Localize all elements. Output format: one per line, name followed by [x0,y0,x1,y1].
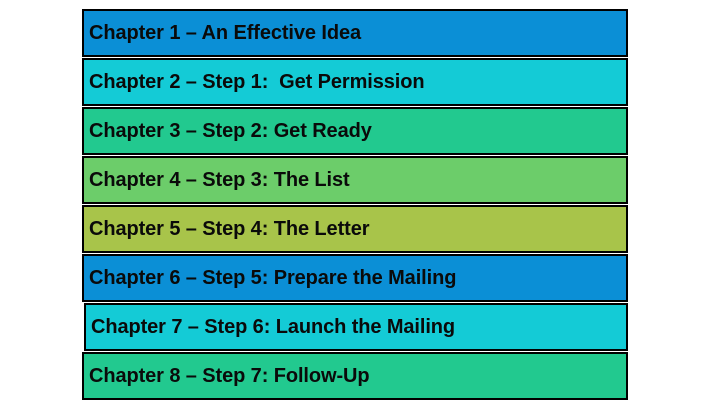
chapter-8-bar: Chapter 8 – Step 7: Follow-Up [82,352,628,400]
chapter-5-label: Chapter 5 – Step 4: The Letter [89,217,370,240]
chapter-4-label: Chapter 4 – Step 3: The List [89,168,350,191]
chapter-1-label: Chapter 1 – An Effective Idea [89,21,362,44]
chapter-7-bar: Chapter 7 – Step 6: Launch the Mailing [84,303,628,351]
chapter-list: Chapter 1 – An Effective Idea Chapter 2 … [82,9,628,400]
chapter-4-bar: Chapter 4 – Step 3: The List [82,156,628,204]
chapter-1-bar: Chapter 1 – An Effective Idea [82,9,628,57]
chapter-3-label: Chapter 3 – Step 2: Get Ready [89,119,372,142]
chapter-2-bar: Chapter 2 – Step 1: Get Permission [82,58,628,106]
chapter-6-bar: Chapter 6 – Step 5: Prepare the Mailing [82,254,628,302]
chapter-7-label: Chapter 7 – Step 6: Launch the Mailing [91,315,456,338]
chapter-5-bar: Chapter 5 – Step 4: The Letter [82,205,628,253]
chapter-6-label: Chapter 6 – Step 5: Prepare the Mailing [89,266,457,289]
chapter-8-label: Chapter 8 – Step 7: Follow-Up [89,364,370,387]
chapter-3-bar: Chapter 3 – Step 2: Get Ready [82,107,628,155]
chapter-2-label: Chapter 2 – Step 1: Get Permission [89,70,425,93]
